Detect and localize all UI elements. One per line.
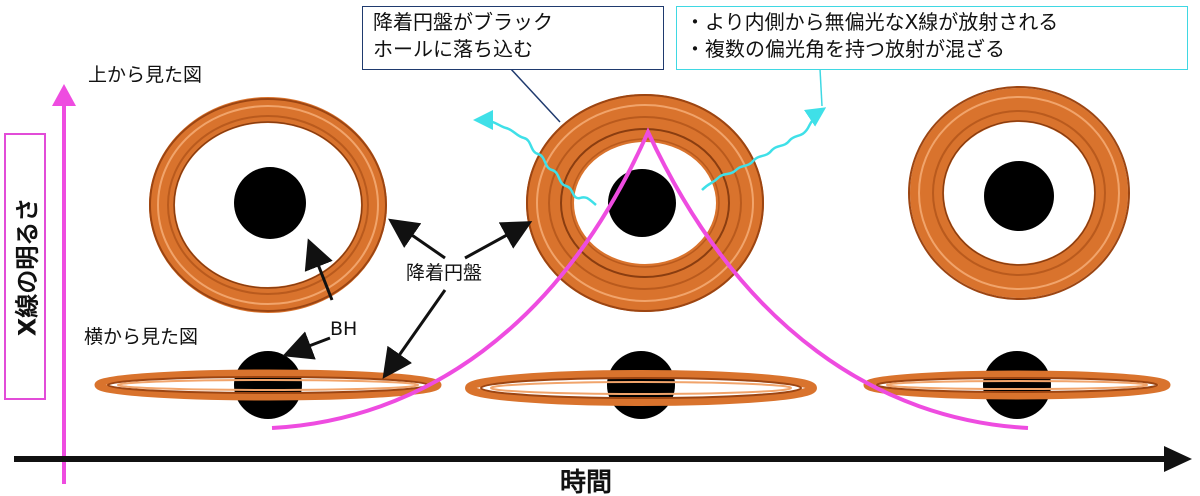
bh-arrow-2	[282, 331, 331, 360]
xray-wave-right	[701, 107, 827, 191]
disk-arrow-1	[388, 218, 446, 260]
top-view-disk-3	[908, 86, 1130, 300]
disk-arrow-3	[382, 289, 447, 379]
bh-arrow-1	[304, 238, 334, 301]
side-view-disk-1	[94, 351, 442, 419]
brightness-curve	[271, 127, 1029, 430]
black-hole	[984, 161, 1054, 231]
callout-left-line1: 降着円盤がブラック	[373, 10, 553, 34]
black-hole	[234, 167, 306, 239]
disk-label: 降着円盤	[406, 262, 483, 284]
callout-right: ・より内側から無偏光なX線が放射される ・複数の偏光角を持つ放射が混ざる	[676, 6, 1188, 70]
callout-left-line2: ホールに落ち込む	[373, 37, 533, 61]
side-view-disk-3	[863, 351, 1171, 419]
callout-left-leader	[509, 67, 561, 123]
y-axis-label-box: X線の明るさ	[4, 133, 46, 400]
x-axis-arrowhead	[1164, 446, 1192, 472]
y-axis-arrowhead	[52, 84, 76, 106]
disk-arrow-2	[464, 221, 533, 260]
y-axis-label: X線の明るさ	[13, 197, 42, 336]
bh-label: BH	[330, 318, 358, 340]
black-hole	[608, 169, 676, 237]
side-view-disk-2	[465, 351, 817, 419]
top-view-disk-1	[149, 97, 387, 313]
x-axis-label: 時間	[560, 468, 613, 496]
callout-right-leader	[819, 68, 823, 107]
callout-left: 降着円盤がブラック ホールに落ち込む	[362, 6, 664, 70]
callout-right-bullet-2: ・複数の偏光角を持つ放射が混ざる	[685, 37, 1005, 61]
top-view-disk-2	[526, 94, 764, 312]
top-view-label: 上から見た図	[88, 64, 203, 86]
callout-right-bullet-1: ・より内側から無偏光なX線が放射される	[685, 10, 1059, 34]
side-view-label: 横から見た図	[84, 326, 199, 348]
xray-wave-left	[473, 110, 597, 206]
